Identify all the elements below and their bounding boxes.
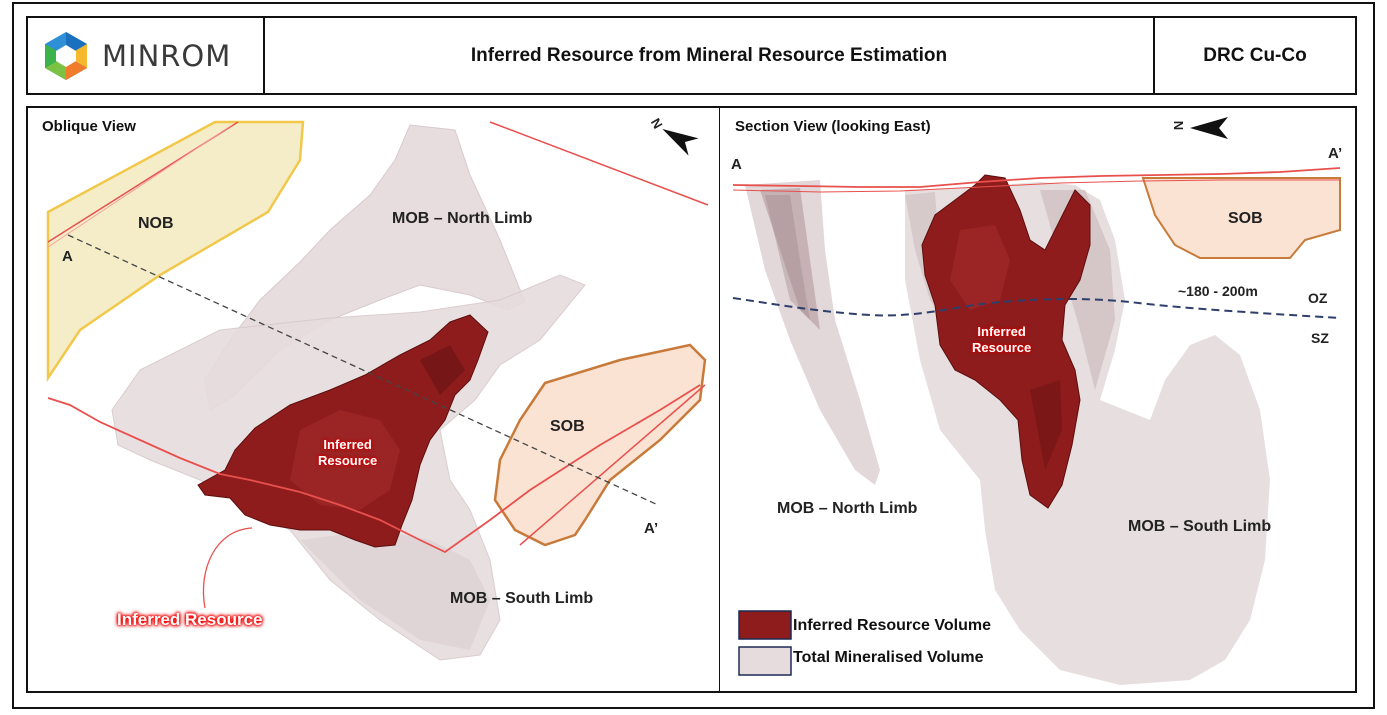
oblique-view-title: Oblique View xyxy=(42,118,136,135)
north-arrow-icon-oblique xyxy=(662,129,699,156)
sz-label: SZ xyxy=(1311,330,1329,346)
nob-body xyxy=(46,120,305,383)
inferred-resource-label-oblique: Inferred Resource xyxy=(318,437,378,468)
outer-frame xyxy=(12,2,1375,709)
legend-swatch-inferred xyxy=(738,610,792,640)
legend-label-mineralised: Total Mineralised Volume xyxy=(793,649,984,666)
oblique-section-end: A’ xyxy=(644,520,659,537)
region-label: DRC Cu-Co xyxy=(1203,44,1307,66)
sob-label: SOB xyxy=(550,418,585,435)
section-start-label: A xyxy=(731,156,742,173)
oxide-sulphide-boundary-line xyxy=(732,297,1341,319)
brand-name: MINROM xyxy=(102,38,232,73)
depth-label: ~180 - 200m xyxy=(1178,283,1258,299)
section-topography-line xyxy=(732,167,1341,188)
lower-trace-line xyxy=(47,384,701,554)
oz-label: OZ xyxy=(1308,290,1328,306)
logo-block: MINROM xyxy=(28,18,265,93)
panel-divider xyxy=(719,106,720,693)
section-view-title: Section View (looking East) xyxy=(735,118,931,135)
oblique-view-graphics xyxy=(46,120,709,661)
section-line-a-a-prime xyxy=(67,234,659,506)
legend-label-inferred: Inferred Resource Volume xyxy=(793,617,991,634)
section-view-graphics xyxy=(732,117,1341,685)
header-bar: MINROM Inferred Resource from Mineral Re… xyxy=(26,16,1357,95)
section-mob-north-limb-label: MOB – North Limb xyxy=(777,500,918,517)
section-mob-south-limb-label: MOB – South Limb xyxy=(1128,518,1272,535)
inferred-resource-callout: Inferred Resource xyxy=(117,610,263,629)
mob-north-limb-label: MOB – North Limb xyxy=(392,210,533,227)
upper-trace-line xyxy=(489,121,709,206)
panels-frame xyxy=(26,106,1357,693)
inferred-resource-label-section: Inferred Resource xyxy=(972,324,1032,355)
minrom-logo-icon xyxy=(45,31,87,80)
oblique-section-start: A xyxy=(62,248,73,265)
page-title: Inferred Resource from Mineral Resource … xyxy=(265,18,1155,93)
inferred-callout-leader xyxy=(202,527,253,609)
section-end-label: A’ xyxy=(1328,145,1343,162)
north-arrow-icon-section xyxy=(1190,117,1228,139)
section-sob-label: SOB xyxy=(1228,210,1263,227)
section-north-label: N xyxy=(1171,120,1187,131)
nob-label: NOB xyxy=(138,215,174,232)
section-sob-body xyxy=(1141,177,1341,259)
sob-trace-line xyxy=(519,384,706,546)
mob-south-limb-label: MOB – South Limb xyxy=(450,590,594,607)
legend-swatch-mineralised xyxy=(738,646,792,676)
section-mob-north-limb-body xyxy=(745,180,880,485)
